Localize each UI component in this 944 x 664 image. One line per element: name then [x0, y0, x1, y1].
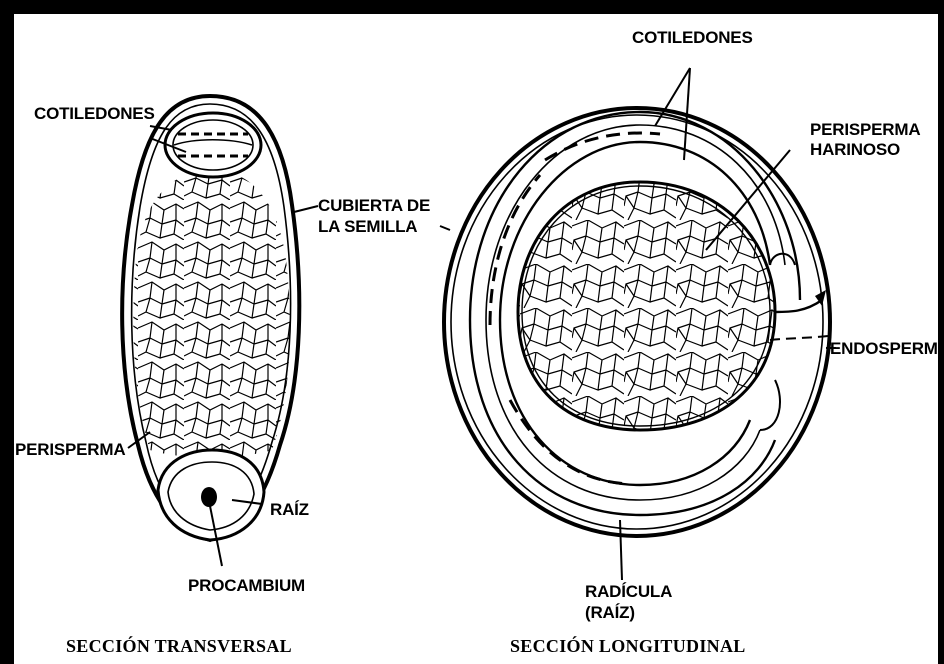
longitudinal-section [440, 68, 836, 580]
caption-longitudinal: SECCIÓN LONGITUDINAL [510, 636, 746, 657]
caption-transverse: SECCIÓN TRANSVERSAL [66, 636, 292, 657]
label-radicula-line1: RADÍCULA [585, 582, 672, 601]
label-perisperma-harinoso-line2: HARINOSO [810, 140, 900, 159]
perisperm-tissue [133, 170, 290, 458]
label-perisperma: PERISPERMA [15, 440, 125, 459]
label-procambium: PROCAMBIUM [188, 576, 305, 595]
label-perisperma-harinoso-line1: PERISPERMA [810, 120, 920, 139]
label-cubierta-line1: CUBIERTA DE [318, 196, 430, 215]
label-raiz: RAÍZ [270, 500, 309, 519]
transverse-section [122, 96, 318, 566]
cotyledons-transverse [165, 113, 261, 177]
label-endospermo: ENDOSPERMO [830, 339, 944, 358]
label-cotiledones-longitudinal: COTILEDONES [632, 28, 753, 47]
procambium-dot [201, 487, 217, 507]
label-cubierta-line2: LA SEMILLA [318, 217, 417, 236]
label-radicula-line2: (RAÍZ) [585, 603, 635, 622]
label-cotiledones-transverse: COTILEDONES [34, 104, 155, 123]
